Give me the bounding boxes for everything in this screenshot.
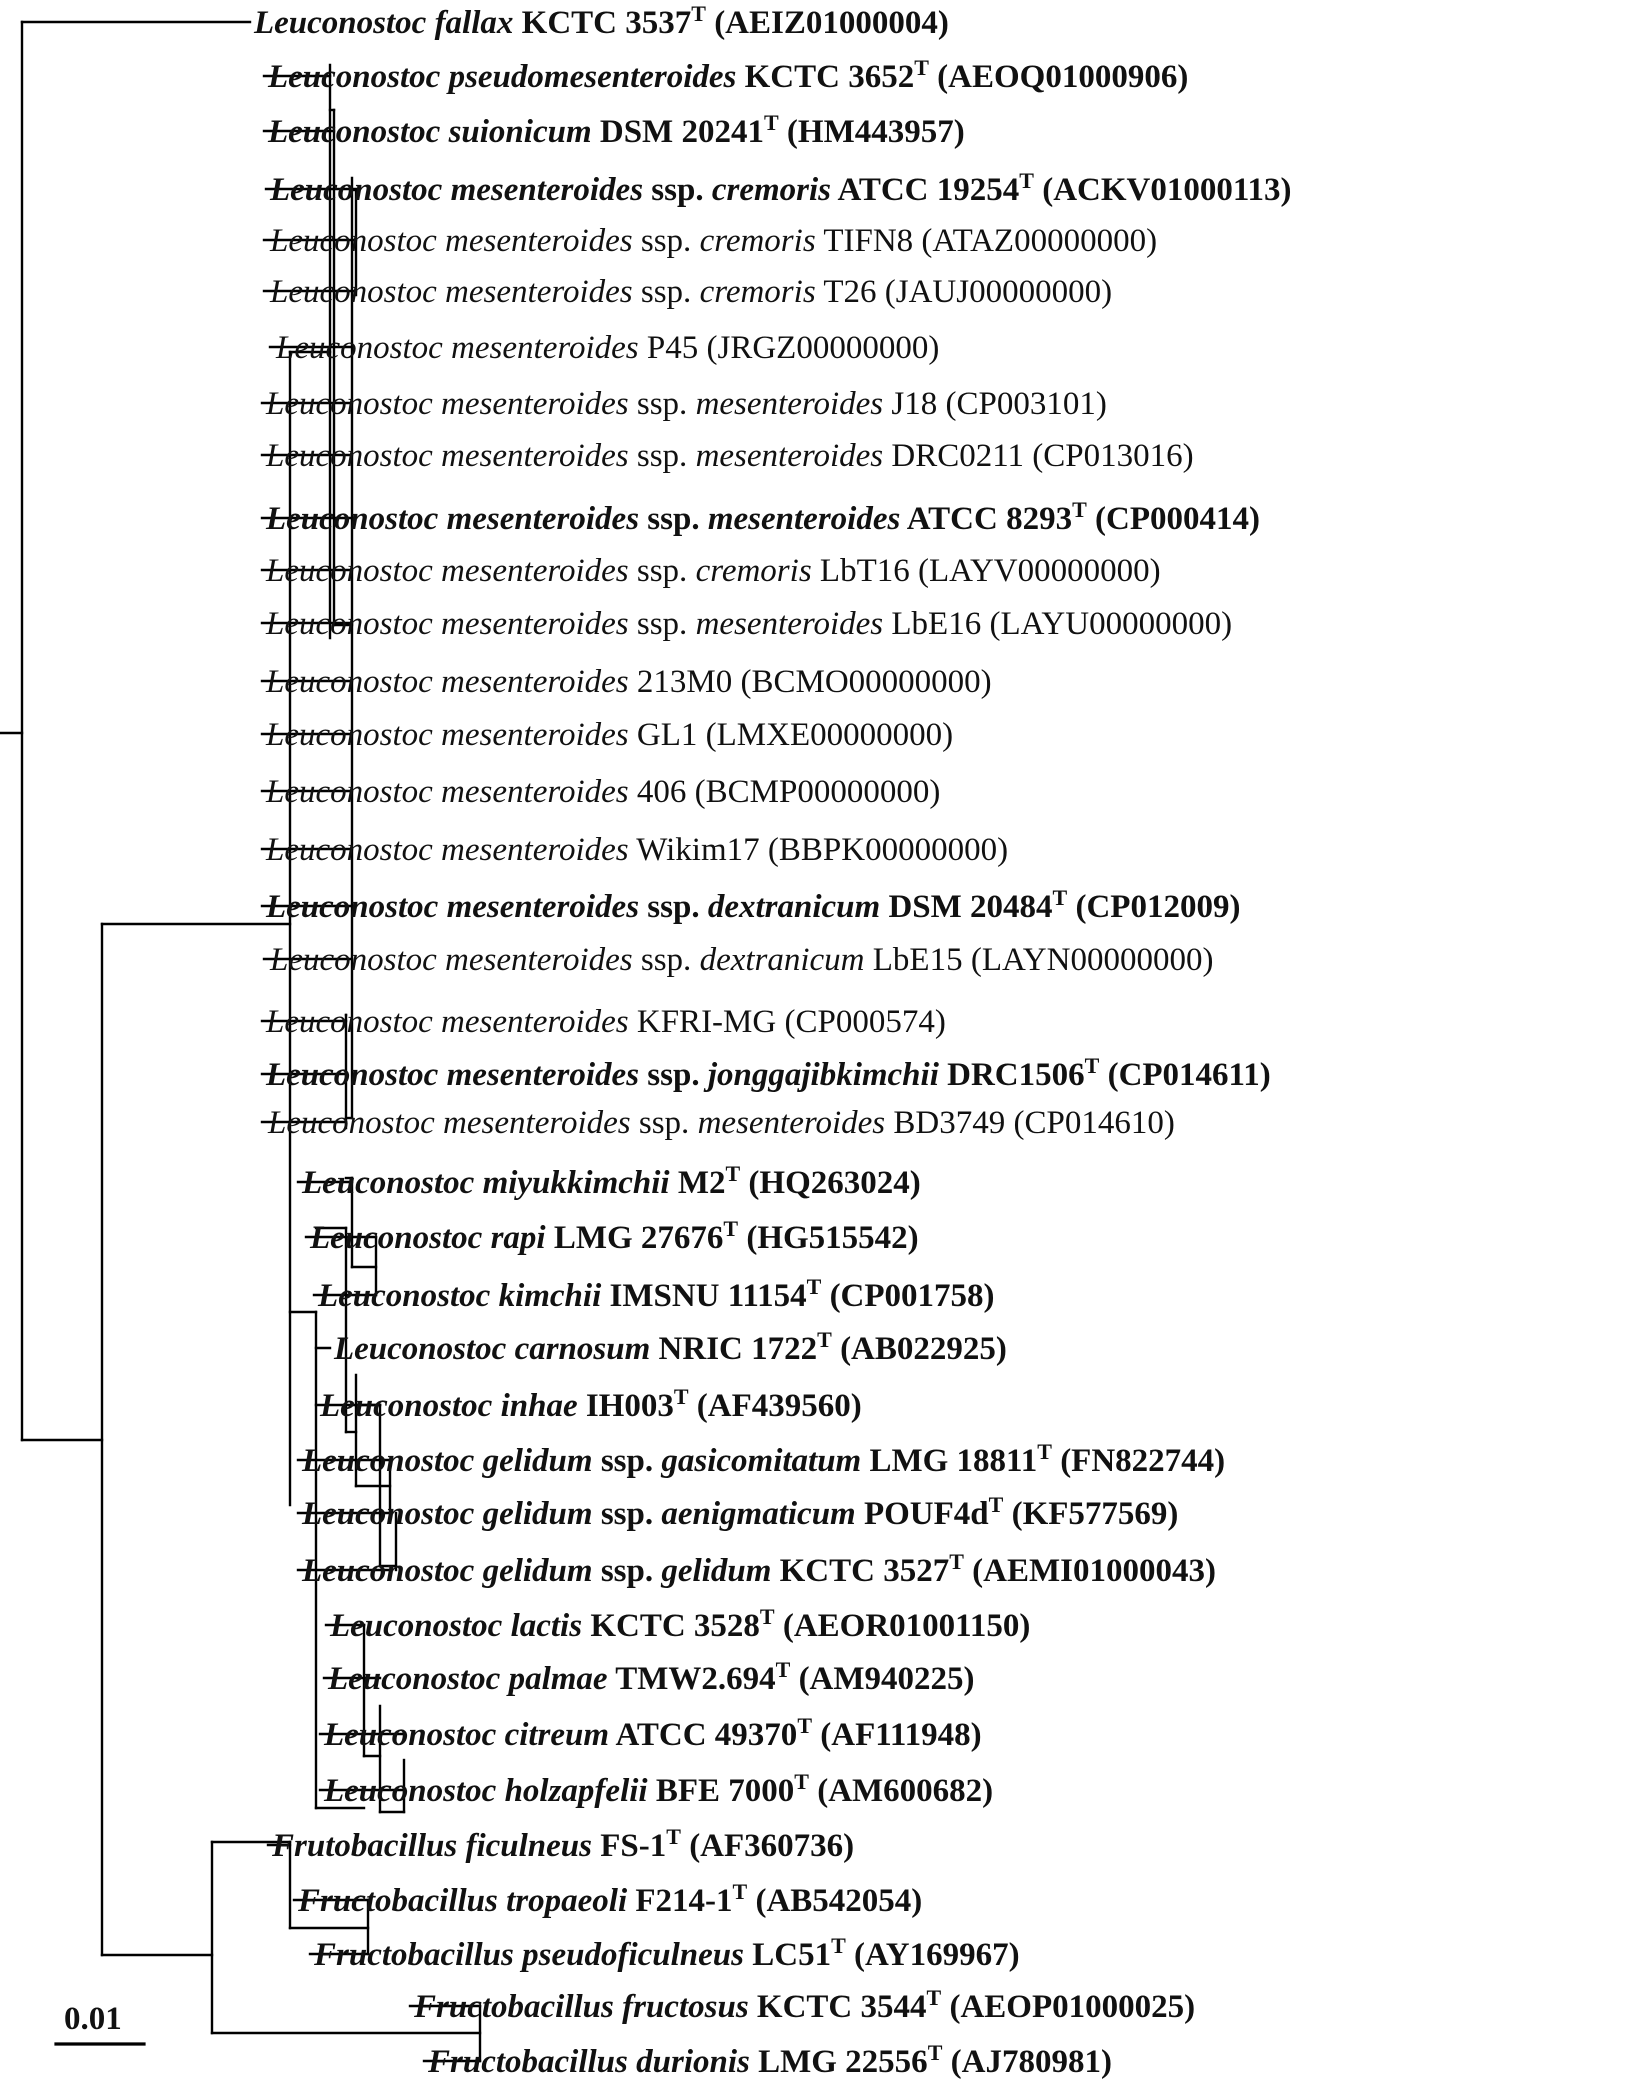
leaf-label: Leuconostoc mesenteroides ssp. mesentero… (265, 497, 1260, 537)
leaf-label: Fructobacillus tropaeoli F214-1T (AB5420… (297, 1879, 922, 1919)
leaf-label: Leuconostoc mesenteroides ssp. cremoris … (269, 168, 1292, 208)
leaf-label: Leuconostoc lactis KCTC 3528T (AEOR01001… (329, 1604, 1030, 1644)
tree-branches (0, 20, 482, 2063)
leaf-label: Leuconostoc mesenteroides 406 (BCMP00000… (265, 774, 940, 810)
leaf-label: Leuconostoc mesenteroides ssp. dextranic… (265, 885, 1240, 925)
leaf-label: Fructobacillus fructosus KCTC 3544T (AEO… (413, 1985, 1195, 2025)
leaf-label: Leuconostoc rapi LMG 27676T (HG515542) (309, 1216, 919, 1256)
leaf-label: Leuconostoc inhae IH003T (AF439560) (319, 1384, 862, 1424)
leaf-label: Leuconostoc holzapfelii BFE 7000T (AM600… (323, 1769, 993, 1809)
leaf-label: Leuconostoc mesenteroides ssp. jonggajib… (265, 1053, 1271, 1093)
leaf-label: Leuconostoc mesenteroides ssp. mesentero… (265, 606, 1232, 642)
leaf-label: Leuconostoc gelidum ssp. gasicomitatum L… (301, 1439, 1225, 1479)
leaf-label: Frutobacillus ficulneus FS-1T (AF360736) (271, 1824, 854, 1864)
leaf-label: Leuconostoc mesenteroides 213M0 (BCMO000… (265, 664, 992, 700)
leaf-label: Leuconostoc mesenteroides ssp. mesentero… (267, 1105, 1175, 1141)
leaf-label: Leuconostoc pseudomesenteroides KCTC 365… (267, 55, 1188, 95)
leaf-label: Leuconostoc gelidum ssp. aenigmaticum PO… (301, 1492, 1178, 1532)
scale-bar: 0.01 (54, 2001, 146, 2046)
leaf-label: Fructobacillus durionis LMG 22556T (AJ78… (427, 2040, 1112, 2080)
leaf-label: Leuconostoc suionicum DSM 20241T (HM4439… (267, 110, 965, 150)
leaf-label: Fructobacillus pseudoficulneus LC51T (AY… (313, 1933, 1020, 1973)
leaf-label: Leuconostoc mesenteroides ssp. mesentero… (265, 438, 1194, 474)
leaf-label: Leuconostoc mesenteroides ssp. mesentero… (265, 386, 1107, 422)
leaf-label: Leuconostoc palmae TMW2.694T (AM940225) (327, 1657, 975, 1697)
leaf-label: Leuconostoc kimchii IMSNU 11154T (CP0017… (317, 1274, 995, 1314)
leaf-label: Leuconostoc gelidum ssp. gelidum KCTC 35… (301, 1549, 1216, 1589)
leaf-label: Leuconostoc fallax KCTC 3537T (AEIZ01000… (253, 1, 949, 41)
leaf-label: Leuconostoc mesenteroides KFRI-MG (CP000… (265, 1004, 946, 1040)
leaf-label: Leuconostoc carnosum NRIC 1722T (AB02292… (333, 1327, 1007, 1367)
scale-bar-label: 0.01 (64, 2001, 122, 2037)
leaf-label: Leuconostoc mesenteroides GL1 (LMXE00000… (265, 717, 953, 753)
leaf-label: Leuconostoc mesenteroides ssp. cremoris … (269, 223, 1157, 259)
leaf-labels: Leuconostoc fallax KCTC 3537T (AEIZ01000… (253, 1, 1292, 2080)
leaf-label: Leuconostoc miyukkimchii M2T (HQ263024) (301, 1161, 921, 1201)
leaf-label: Leuconostoc mesenteroides ssp. dextranic… (269, 942, 1213, 978)
leaf-label: Leuconostoc mesenteroides P45 (JRGZ00000… (275, 330, 939, 366)
leaf-label: Leuconostoc citreum ATCC 49370T (AF11194… (323, 1713, 982, 1753)
leaf-label: Leuconostoc mesenteroides Wikim17 (BBPK0… (265, 832, 1008, 868)
leaf-label: Leuconostoc mesenteroides ssp. cremoris … (265, 553, 1161, 589)
leaf-label: Leuconostoc mesenteroides ssp. cremoris … (269, 274, 1112, 310)
